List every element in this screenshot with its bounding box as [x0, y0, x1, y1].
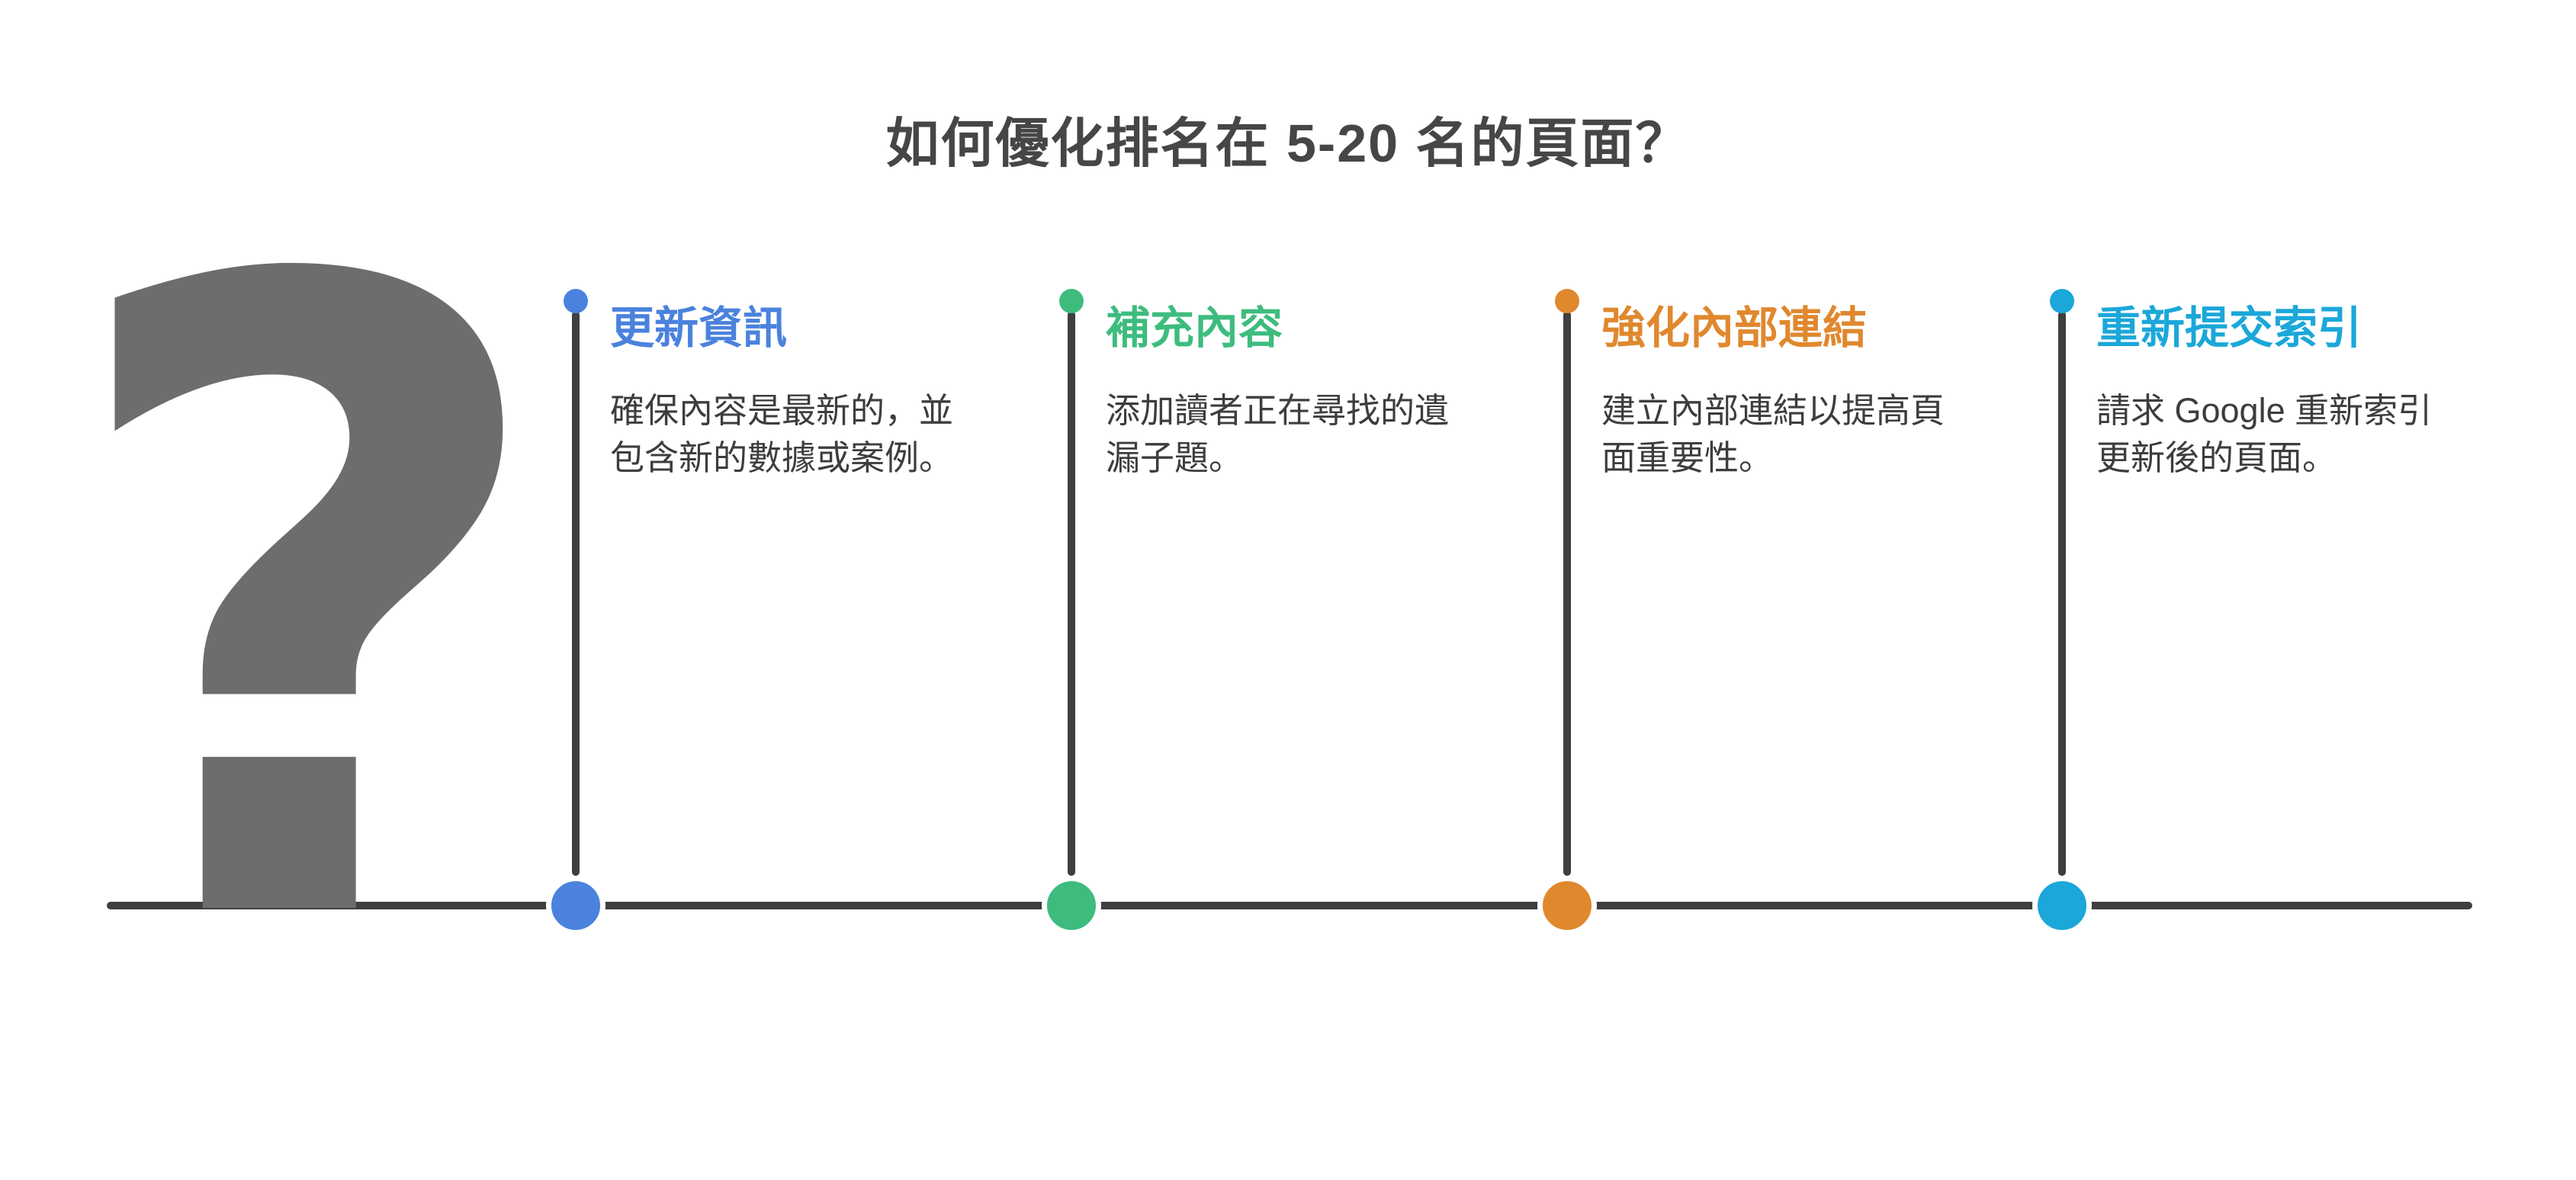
step-top-dot-icon [1059, 289, 1084, 313]
step-title: 補充內容 [1106, 303, 1283, 353]
step-stem-line [1068, 311, 1075, 876]
step-top-dot-icon [2050, 289, 2074, 313]
step-stem-line [1563, 311, 1571, 876]
page-title: 如何優化排名在 5-20 名的頁面？ [885, 114, 1691, 173]
step-axis-dot-icon [1042, 876, 1101, 935]
step-description: 請求 Google 重新索引更新後的頁面。 [2096, 391, 2433, 477]
step-description: 建立內部連結以提高頁面重要性。 [1601, 391, 1945, 477]
question-mark-icon: ? [55, 101, 560, 1113]
step-stem-line [572, 311, 580, 876]
step-title: 更新資訊 [610, 303, 788, 353]
step-title: 強化內部連結 [1601, 303, 1868, 353]
step-description: 確保內容是最新的，並包含新的數據或案例。 [610, 391, 954, 477]
timeline-axis-line [107, 902, 2472, 909]
step-top-dot-icon [1555, 289, 1579, 313]
step-axis-dot-icon [2032, 876, 2092, 935]
step-axis-dot-icon [1537, 876, 1597, 935]
step-axis-dot-icon [546, 876, 605, 935]
step-title: 重新提交索引 [2096, 303, 2362, 353]
step-top-dot-icon [564, 289, 588, 313]
step-stem-line [2058, 311, 2066, 876]
step-description: 添加讀者正在尋找的遺漏子題。 [1106, 391, 1450, 477]
